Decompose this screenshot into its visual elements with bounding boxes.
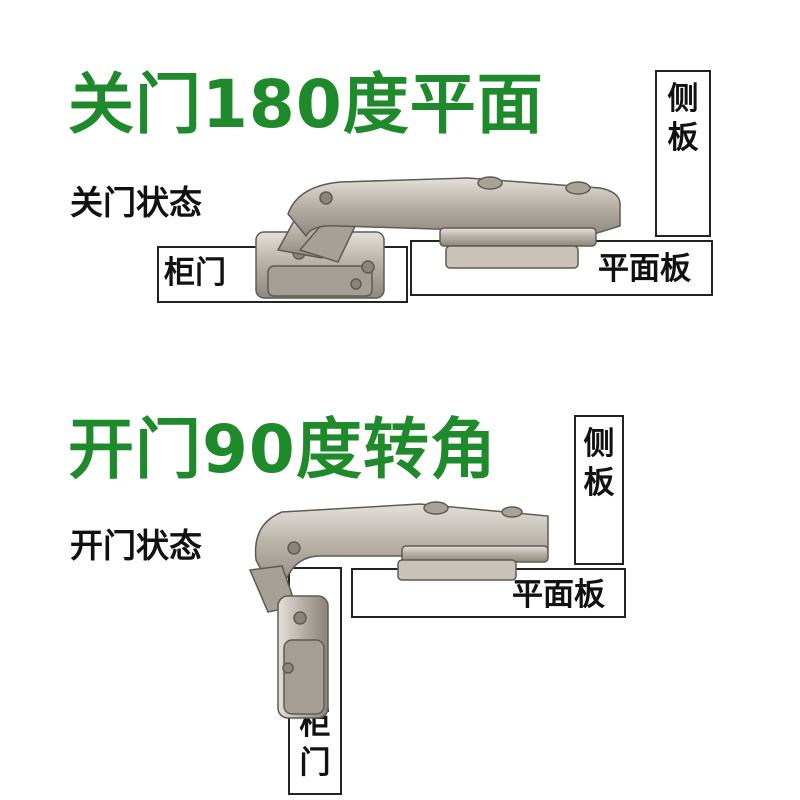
closed-flat-panel-label: 平面板: [598, 251, 691, 287]
open-side-panel: [574, 415, 624, 565]
closed-side-panel-label: 侧板: [667, 81, 699, 156]
open-state-label: 开门状态: [70, 526, 202, 565]
open-headline: 开门90度转角: [68, 411, 497, 488]
open-flat-panel-label: 平面板: [512, 577, 605, 613]
open-side-panel-label: 侧板: [583, 426, 615, 501]
closed-hinge: [255, 176, 621, 299]
closed-state-label: 关门状态: [70, 183, 202, 222]
closed-door-panel-label: 柜门: [164, 255, 226, 291]
closed-headline: 关门180度平面: [68, 66, 544, 143]
open-hinge: [248, 501, 549, 719]
closed-side-panel: [655, 70, 711, 237]
